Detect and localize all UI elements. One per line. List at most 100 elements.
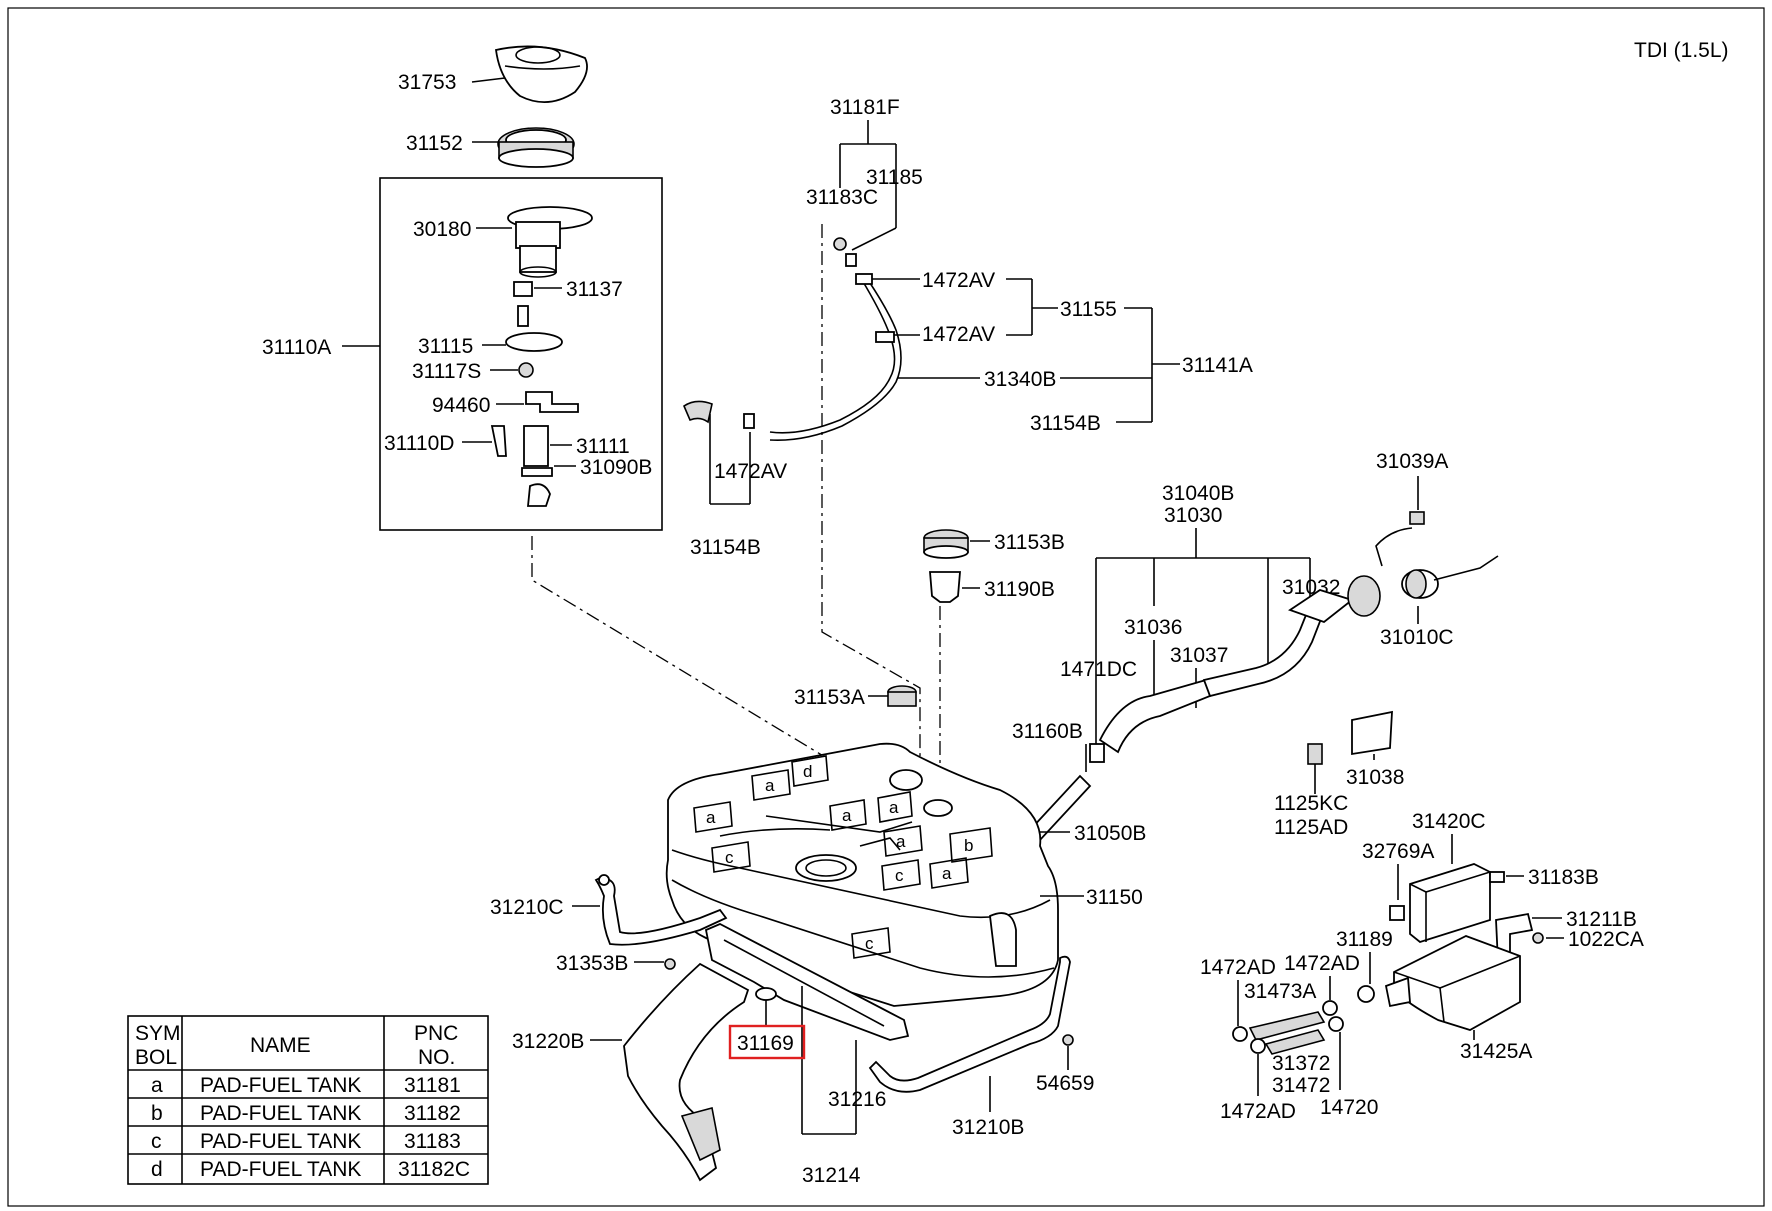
pad-marker-a: a bbox=[877, 791, 913, 823]
highlight-box-31169 bbox=[728, 1024, 806, 1060]
grommet-31153A bbox=[887, 685, 917, 707]
part-label-31216[interactable]: 31216 bbox=[828, 1088, 886, 1111]
part-label-1472AD-1[interactable]: 1472AD bbox=[1200, 956, 1276, 979]
table-header-symbol-2: BOL bbox=[135, 1046, 177, 1069]
fuel-pump-cap-31753 bbox=[494, 45, 588, 103]
part-label-1472AV-2[interactable]: 1472AV bbox=[922, 323, 995, 346]
symbol-table bbox=[127, 1015, 489, 1185]
pad-marker-c: c bbox=[851, 927, 891, 959]
part-label-1472AD-3[interactable]: 1472AD bbox=[1220, 1100, 1296, 1123]
sender-31190B bbox=[929, 571, 961, 603]
strap-31210C bbox=[594, 874, 728, 946]
part-label-31137[interactable]: 31137 bbox=[566, 278, 623, 301]
bracket-94460 bbox=[525, 391, 579, 413]
part-label-31039A[interactable]: 31039A bbox=[1376, 450, 1448, 473]
part-label-31472[interactable]: 31472 bbox=[1272, 1074, 1330, 1097]
svg-text:a: a bbox=[706, 808, 716, 827]
table-row-name: PAD-FUEL TANK bbox=[200, 1074, 361, 1097]
nut-1022CA bbox=[1532, 932, 1544, 944]
part-label-1125KC[interactable]: 1125KC bbox=[1274, 792, 1348, 815]
part-label-31154B-1[interactable]: 31154B bbox=[1030, 412, 1101, 435]
canister-bracket-31425A bbox=[1384, 935, 1521, 1031]
guard-plate-31214 bbox=[704, 923, 910, 1041]
strap-31210B bbox=[868, 955, 1071, 1093]
part-label-1022CA[interactable]: 1022CA bbox=[1568, 928, 1644, 951]
part-label-31190B[interactable]: 31190B bbox=[984, 578, 1055, 601]
part-label-31340B[interactable]: 31340B bbox=[984, 368, 1056, 391]
part-label-32769A[interactable]: 32769A bbox=[1362, 840, 1434, 863]
part-label-31189[interactable]: 31189 bbox=[1336, 928, 1393, 951]
guide-line-pump bbox=[531, 536, 831, 870]
part-label-1125AD[interactable]: 1125AD bbox=[1274, 816, 1348, 839]
clamp-1471DC bbox=[1089, 743, 1105, 763]
table-header-symbol: SYM bbox=[135, 1022, 181, 1045]
table-row-name: PAD-FUEL TANK bbox=[200, 1158, 361, 1181]
part-label-1472AV-3[interactable]: 1472AV bbox=[714, 460, 787, 483]
pad-marker-a: a bbox=[751, 769, 791, 801]
svg-text:a: a bbox=[889, 798, 899, 817]
part-label-1471DC[interactable]: 1471DC bbox=[1060, 658, 1137, 681]
part-label-31050B[interactable]: 31050B bbox=[1074, 822, 1146, 845]
pad-marker-a: a bbox=[883, 825, 923, 857]
part-label-31153B[interactable]: 31153B bbox=[994, 531, 1065, 554]
part-label-31169[interactable]: 31169 bbox=[737, 1032, 794, 1055]
part-label-31372[interactable]: 31372 bbox=[1272, 1052, 1330, 1075]
part-label-31110A[interactable]: 31110A bbox=[262, 336, 331, 359]
pad-marker-c: c bbox=[711, 841, 751, 873]
part-label-31036[interactable]: 31036 bbox=[1124, 616, 1182, 639]
part-label-31040B[interactable]: 31040B bbox=[1162, 482, 1234, 505]
part-label-31220B[interactable]: 31220B bbox=[512, 1030, 584, 1053]
part-label-31425A[interactable]: 31425A bbox=[1460, 1040, 1532, 1063]
part-label-54659[interactable]: 54659 bbox=[1036, 1072, 1094, 1095]
part-label-31473A[interactable]: 31473A bbox=[1244, 980, 1316, 1003]
part-label-14720[interactable]: 14720 bbox=[1320, 1096, 1378, 1119]
part-label-31037[interactable]: 31037 bbox=[1170, 644, 1228, 667]
part-label-31110D[interactable]: 31110D bbox=[384, 432, 454, 455]
tether-line bbox=[1375, 527, 1413, 567]
svg-text:d: d bbox=[803, 762, 812, 781]
part-label-31183B[interactable]: 31183B bbox=[1528, 866, 1599, 889]
table-row-symbol: d bbox=[151, 1158, 163, 1181]
part-label-31090B[interactable]: 31090B bbox=[580, 456, 652, 479]
part-label-31214[interactable]: 31214 bbox=[802, 1164, 861, 1187]
part-label-31117S[interactable]: 31117S bbox=[412, 360, 481, 383]
part-label-31160B[interactable]: 31160B bbox=[1012, 720, 1083, 743]
svg-text:c: c bbox=[865, 934, 874, 953]
grommet-31153B bbox=[923, 529, 969, 559]
part-label-31153A[interactable]: 31153A bbox=[794, 686, 865, 709]
part-label-31210C[interactable]: 31210C bbox=[490, 896, 564, 919]
part-label-31030[interactable]: 31030 bbox=[1164, 504, 1222, 527]
part-label-30180[interactable]: 30180 bbox=[413, 218, 471, 241]
part-label-31141A[interactable]: 31141A bbox=[1182, 354, 1253, 377]
part-label-31181F[interactable]: 31181F bbox=[830, 96, 900, 119]
part-label-31155[interactable]: 31155 bbox=[1060, 298, 1117, 321]
part-label-31753[interactable]: 31753 bbox=[398, 71, 456, 94]
part-label-31183C[interactable]: 31183C bbox=[806, 186, 878, 209]
part-label-1472AD-2[interactable]: 1472AD bbox=[1284, 952, 1360, 975]
part-label-1472AV-1[interactable]: 1472AV bbox=[922, 269, 995, 292]
pad-31169 bbox=[755, 987, 777, 1001]
part-label-31353B[interactable]: 31353B bbox=[556, 952, 628, 975]
table-header-pnc: PNC bbox=[414, 1022, 458, 1045]
part-label-31111[interactable]: 31111 bbox=[576, 435, 630, 458]
part-label-31010C[interactable]: 31010C bbox=[1380, 626, 1454, 649]
part-label-31150[interactable]: 31150 bbox=[1086, 886, 1143, 909]
part-label-31210B[interactable]: 31210B bbox=[952, 1116, 1024, 1139]
part-label-31115[interactable]: 31115 bbox=[418, 335, 473, 358]
pump-flange-30180 bbox=[507, 206, 593, 278]
oring-31115 bbox=[505, 332, 563, 352]
part-label-31211B[interactable]: 31211B bbox=[1566, 908, 1637, 931]
part-label-94460[interactable]: 94460 bbox=[432, 394, 490, 417]
part-label-31420C[interactable]: 31420C bbox=[1412, 810, 1486, 833]
fuel-tank-31150 bbox=[665, 742, 1059, 1007]
part-label-31185[interactable]: 31185 bbox=[866, 166, 923, 189]
svg-text:a: a bbox=[896, 832, 906, 851]
svg-text:c: c bbox=[725, 848, 734, 867]
table-row-name: PAD-FUEL TANK bbox=[200, 1130, 361, 1153]
cap-32769A bbox=[1389, 905, 1405, 921]
part-label-31038[interactable]: 31038 bbox=[1346, 766, 1404, 789]
part-label-31154B-2[interactable]: 31154B bbox=[690, 536, 761, 559]
part-label-31152[interactable]: 31152 bbox=[406, 132, 463, 155]
shield-31220B bbox=[623, 962, 750, 1182]
model-title: TDI (1.5L) bbox=[1634, 39, 1729, 62]
